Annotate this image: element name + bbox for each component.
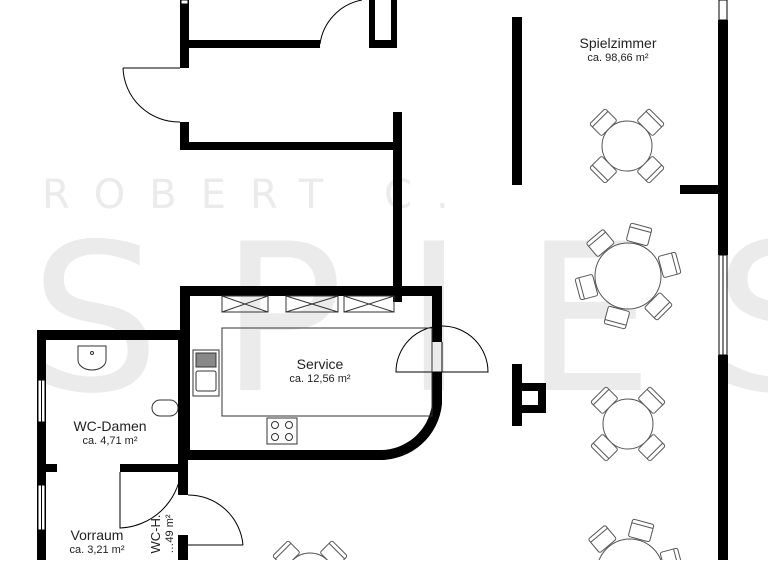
room-area: ca. 4,71 m²: [82, 435, 138, 447]
door-swings: [119, 0, 489, 546]
room-label-service: Service ca. 12,56 m²: [260, 356, 380, 385]
floor-plan: [37, 0, 728, 560]
furniture: [272, 108, 684, 560]
windows: [37, 0, 728, 531]
room-label-vorraum: Vorraum ca. 3,21 m²: [52, 527, 142, 556]
room-area: ca. 98,66 m²: [587, 52, 649, 64]
sanitary-fixtures: [77, 345, 179, 417]
walls: [37, 0, 728, 560]
room-area: ca. 3,21 m²: [69, 544, 125, 556]
watermark-line1: ROBERT C.: [42, 172, 473, 218]
room-area: ca. 12,56 m²: [289, 373, 351, 385]
room-name: WC-H.: [148, 514, 163, 554]
room-name: Service: [296, 356, 344, 372]
room-area: …49 m²: [164, 514, 176, 554]
room-name: Spielzimmer: [579, 35, 657, 51]
room-label-spielzimmer: Spielzimmer ca. 98,66 m²: [558, 35, 678, 64]
kitchen-fixtures: [192, 295, 433, 445]
room-label-wc-damen: WC-Damen ca. 4,71 m²: [50, 418, 170, 447]
room-name: WC-Damen: [73, 418, 147, 434]
room-name: Vorraum: [70, 527, 124, 543]
room-label-wc-h: WC-H. …49 m²: [148, 494, 176, 574]
